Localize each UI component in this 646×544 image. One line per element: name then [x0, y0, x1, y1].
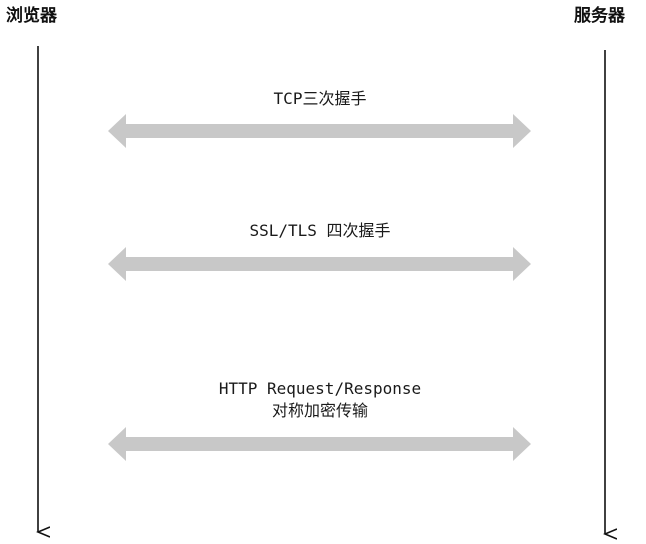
http-transfer-label-line-1: HTTP Request/Response [218, 379, 422, 398]
http-transfer-arrow [108, 427, 531, 461]
http-transfer-label-line-2: 对称加密传输 [271, 401, 368, 420]
server-actor-label: 服务器 [574, 6, 625, 26]
tls-handshake-arrow [108, 247, 531, 281]
tcp-handshake-label-line: TCP三次握手 [273, 89, 367, 108]
http-transfer-label: HTTP Request/Response 对称加密传输 [110, 378, 530, 422]
tcp-handshake-arrow [108, 114, 531, 148]
tls-handshake-label-line: SSL/TLS 四次握手 [249, 221, 391, 240]
tcp-handshake-label: TCP三次握手 [110, 88, 530, 110]
browser-actor-label: 浏览器 [6, 6, 57, 26]
tls-handshake-label: SSL/TLS 四次握手 [110, 220, 530, 242]
